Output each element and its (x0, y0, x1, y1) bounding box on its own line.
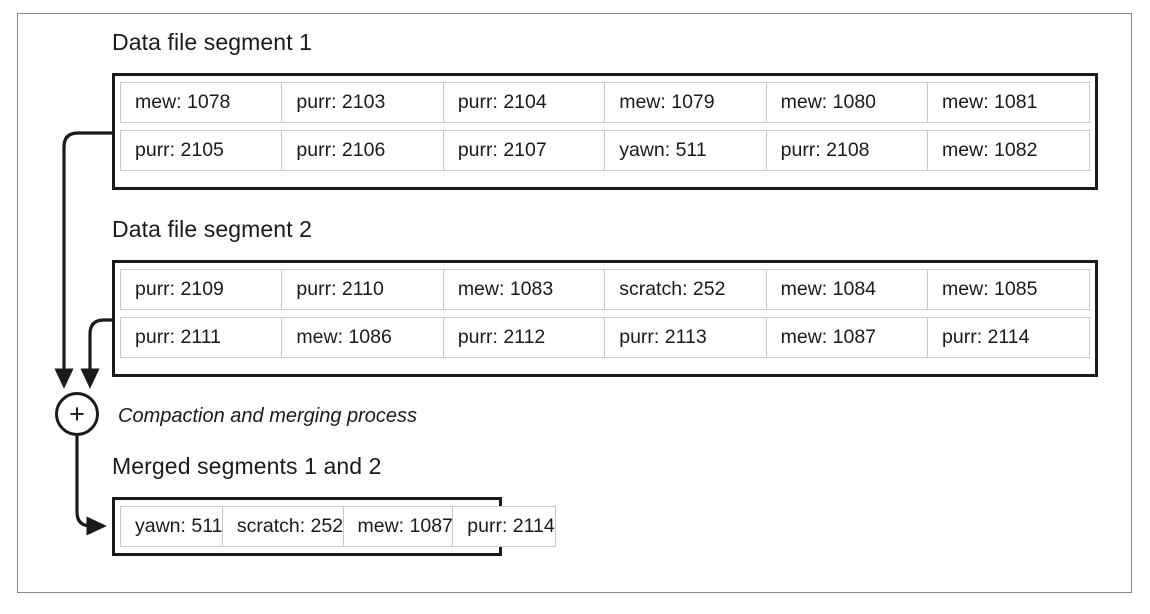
segment-2-row-1: purr: 2109 purr: 2110 mew: 1083 scratch:… (120, 269, 1091, 310)
data-cell[interactable]: mew: 1087 (765, 317, 929, 358)
data-cell[interactable]: purr: 2106 (281, 130, 445, 171)
segment-1-row-2: purr: 2105 purr: 2106 purr: 2107 yawn: 5… (120, 130, 1091, 171)
data-cell[interactable]: purr: 2111 (120, 317, 283, 358)
segment-1-row-1: mew: 1078 purr: 2103 purr: 2104 mew: 107… (120, 82, 1091, 123)
merge-plus-node[interactable]: + (55, 392, 99, 436)
data-cell[interactable]: purr: 2114 (452, 506, 556, 547)
data-cell[interactable]: purr: 2112 (442, 317, 606, 358)
segment-1-caption: Data file segment 1 (112, 29, 313, 55)
data-cell[interactable]: purr: 2105 (120, 130, 283, 171)
data-cell[interactable]: mew: 1084 (765, 269, 929, 310)
data-cell[interactable]: purr: 2113 (604, 317, 768, 358)
data-cell[interactable]: purr: 2103 (281, 82, 445, 123)
segment-1-box: mew: 1078 purr: 2103 purr: 2104 mew: 107… (112, 73, 1098, 190)
data-cell[interactable]: mew: 1079 (604, 82, 768, 123)
data-cell[interactable]: mew: 1086 (281, 317, 445, 358)
data-cell[interactable]: yawn: 511 (604, 130, 768, 171)
data-cell[interactable]: purr: 2114 (927, 317, 1091, 358)
merged-segment-box: yawn: 511 scratch: 252 mew: 1087 purr: 2… (112, 497, 556, 556)
data-cell[interactable]: mew: 1078 (120, 82, 283, 123)
plus-icon: + (69, 398, 85, 429)
data-cell[interactable]: purr: 2109 (120, 269, 283, 310)
merged-caption: Merged segments 1 and 2 (112, 453, 382, 479)
data-cell[interactable]: purr: 2110 (281, 269, 445, 310)
data-cell[interactable]: mew: 1080 (765, 82, 929, 123)
data-cell[interactable]: scratch: 252 (221, 506, 345, 547)
data-cell[interactable]: mew: 1081 (927, 82, 1091, 123)
merged-row-1: yawn: 511 scratch: 252 mew: 1087 purr: 2… (120, 506, 556, 547)
data-cell[interactable]: scratch: 252 (604, 269, 768, 310)
data-cell[interactable]: purr: 2104 (442, 82, 606, 123)
data-cell[interactable]: mew: 1082 (927, 130, 1091, 171)
compaction-process-label: Compaction and merging process (118, 405, 418, 427)
data-cell[interactable]: mew: 1083 (442, 269, 606, 310)
segment-2-caption: Data file segment 2 (112, 216, 313, 242)
segment-2-box: purr: 2109 purr: 2110 mew: 1083 scratch:… (112, 260, 1098, 377)
data-cell[interactable]: yawn: 511 (120, 506, 224, 547)
data-cell[interactable]: purr: 2108 (765, 130, 929, 171)
data-cell[interactable]: mew: 1085 (927, 269, 1091, 310)
segment-2-row-2: purr: 2111 mew: 1086 purr: 2112 purr: 21… (120, 317, 1091, 358)
data-cell[interactable]: mew: 1087 (342, 506, 454, 547)
data-cell[interactable]: purr: 2107 (442, 130, 606, 171)
